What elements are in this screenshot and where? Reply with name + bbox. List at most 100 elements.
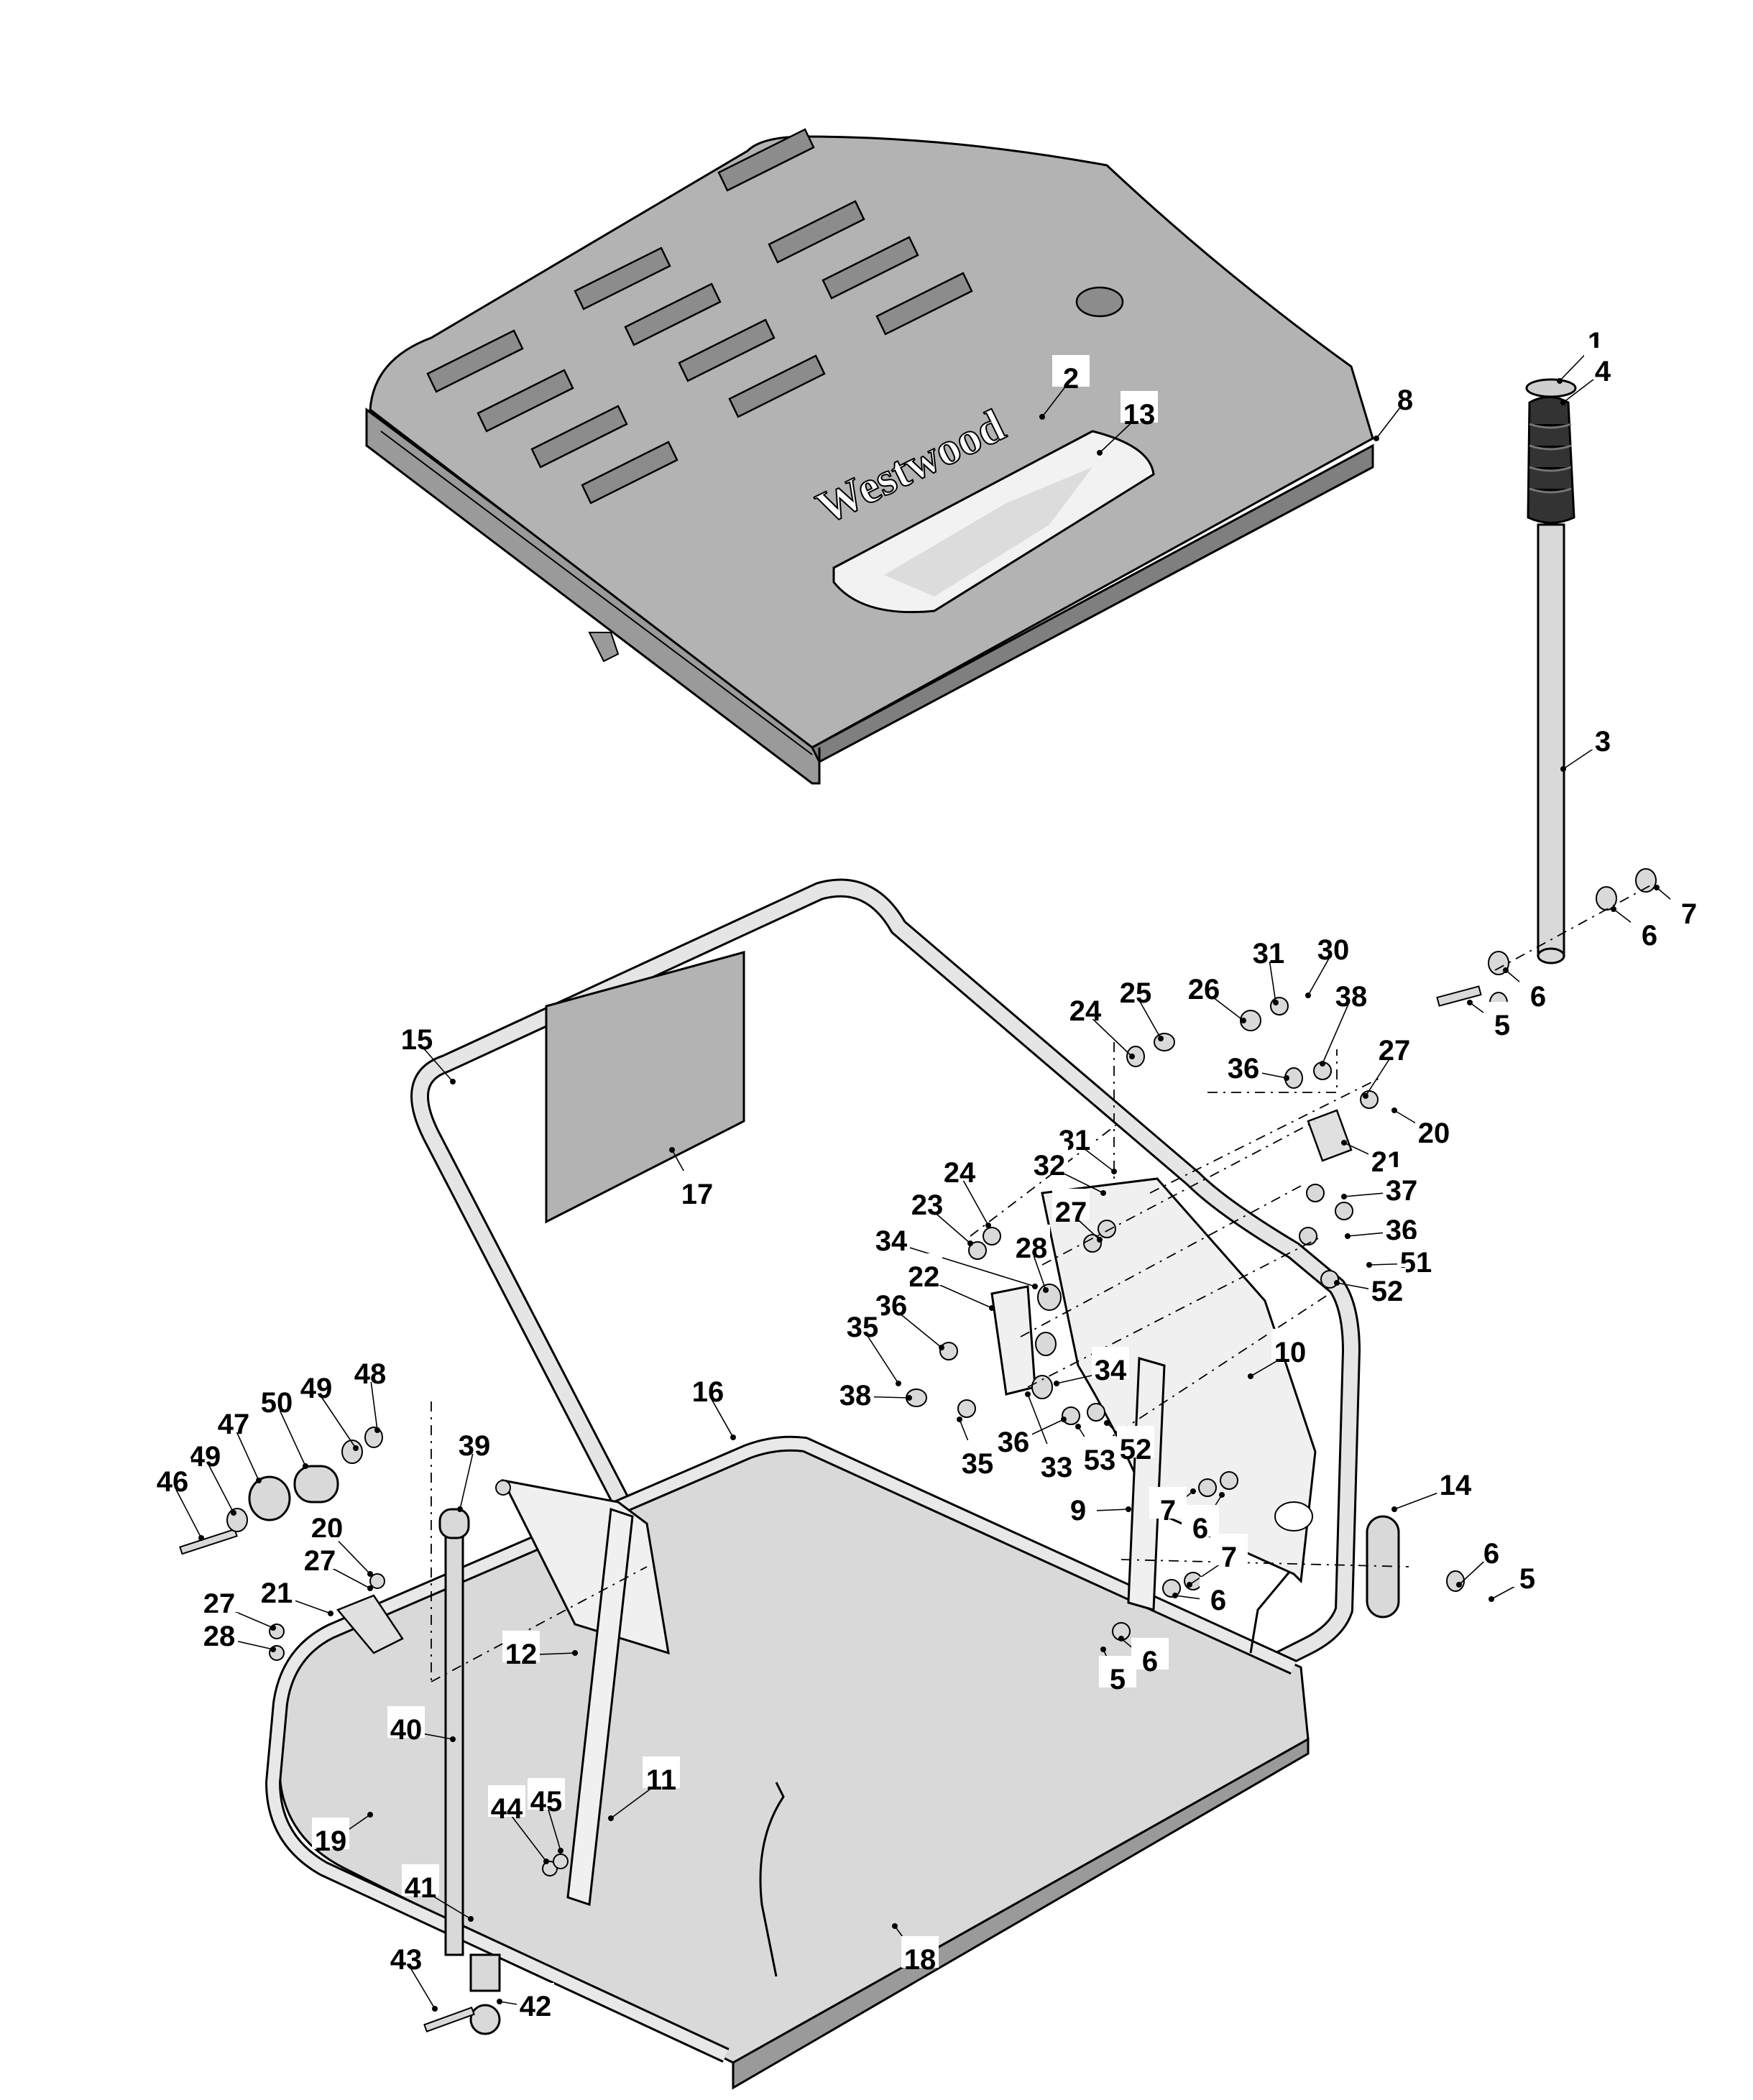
callout-dot: [558, 1848, 563, 1853]
part-number-label: 4: [1595, 356, 1611, 387]
part-number-label: 32: [1034, 1150, 1066, 1182]
callout-dot: [432, 2006, 438, 2012]
callout-label-bg: [387, 1936, 425, 1968]
callout-label-bg: [1383, 1207, 1420, 1238]
callout-dot: [1032, 1284, 1038, 1289]
callout-leader: [959, 1173, 989, 1226]
callout-label-bg: [1383, 1167, 1420, 1199]
part-number-label: 48: [354, 1358, 387, 1390]
callout-leader: [1322, 997, 1352, 1064]
callout-dot: [1467, 1000, 1473, 1005]
callout-label-bg: [1081, 1437, 1118, 1468]
callout-dot: [1111, 1169, 1117, 1174]
callout-dot: [1654, 885, 1660, 890]
callout-dot: [198, 1535, 204, 1541]
lever-assembly: [1436, 378, 1657, 1013]
part-number-label: 6: [1530, 981, 1546, 1013]
part-number-label: 7: [1221, 1542, 1237, 1573]
part-number-label: 6: [1483, 1538, 1499, 1570]
callout-label-bg: [1368, 1138, 1406, 1170]
part-number-label: 37: [1386, 1175, 1418, 1207]
callout-dot: [1305, 993, 1311, 998]
callout-dot: [1284, 1075, 1289, 1081]
callout-dot: [367, 1812, 373, 1818]
callout-dot: [1129, 1054, 1135, 1059]
callout-label-bg: [1121, 391, 1158, 423]
assembly-lines: [431, 1042, 1409, 1682]
callout-dot: [1503, 967, 1509, 973]
callout-dot: [1273, 1000, 1279, 1005]
callout-leader: [172, 1482, 202, 1539]
part-number-label: 38: [1335, 981, 1368, 1013]
callout-label-bg: [1117, 1426, 1154, 1457]
callout-dot: [1341, 1140, 1347, 1146]
callout-dot: [328, 1611, 333, 1616]
callout-label-bg: [402, 1864, 439, 1896]
callout-label-bg: [1031, 1142, 1068, 1174]
callout-dot: [1054, 1381, 1059, 1386]
callout-leader: [1135, 993, 1161, 1039]
callout-label-bg: [1210, 1534, 1248, 1565]
callout-dot: [1100, 1190, 1106, 1196]
callout-dot: [1363, 1093, 1368, 1099]
callout-label-bg: [1131, 1638, 1169, 1670]
callout-dot: [543, 1859, 549, 1864]
callout-dot: [1061, 1417, 1067, 1422]
part-number-label: 41: [405, 1872, 437, 1904]
callout-dot: [1248, 1373, 1253, 1379]
callout-label-bg: [1577, 319, 1614, 351]
part-number-label: 12: [505, 1639, 538, 1670]
callout-dot: [730, 1434, 736, 1440]
callout-dot: [957, 1417, 962, 1422]
part-number-label: 33: [1041, 1452, 1073, 1483]
callout-label-bg: [186, 1433, 224, 1465]
callout-label-bg: [308, 1505, 346, 1537]
callout-leader: [1365, 1051, 1395, 1097]
part-number-label: 45: [530, 1786, 563, 1818]
callout-leader: [1085, 1011, 1133, 1057]
callout-dot: [1097, 1237, 1103, 1243]
part-number-label: 6: [1192, 1513, 1208, 1544]
hardware: [269, 997, 1465, 1876]
callout-dot: [270, 1625, 276, 1631]
part-number-label: 28: [203, 1621, 236, 1652]
part-number-label: 16: [692, 1376, 724, 1408]
callout-dot: [1456, 1582, 1462, 1588]
callout-dot: [1391, 1506, 1397, 1512]
callout-leader: [862, 1327, 899, 1384]
callout-label-bg: [517, 1983, 554, 2014]
part-number-label: 30: [1317, 934, 1350, 966]
part-number-label: 23: [911, 1189, 944, 1221]
callout-label-bg: [901, 1936, 939, 1968]
part-number-label: 19: [315, 1825, 347, 1857]
part-number-label: 27: [1055, 1197, 1087, 1228]
callout-label-bg: [201, 1580, 238, 1612]
callout-label-bg: [1092, 1347, 1129, 1378]
callout-label-bg: [1631, 912, 1668, 944]
callout-label-bg: [844, 1304, 881, 1335]
callout-label-bg: [502, 1631, 540, 1662]
callout-label-bg: [1013, 1225, 1050, 1256]
callout-leader: [1307, 950, 1334, 996]
callout-dot: [1075, 1424, 1081, 1429]
part-number-label: 7: [1681, 898, 1697, 930]
callout-dot: [1366, 1262, 1372, 1268]
callout-dot: [450, 1736, 456, 1742]
part-number-label: 5: [1110, 1664, 1126, 1695]
part-number-label: 39: [459, 1430, 491, 1462]
callout-leader: [891, 1241, 1036, 1287]
part-number-label: 17: [681, 1179, 714, 1210]
callout-label-bg: [456, 1422, 493, 1454]
part-number-label: 20: [1418, 1118, 1450, 1149]
callout-dot: [608, 1815, 614, 1821]
callout-label-bg: [1386, 377, 1424, 408]
callout-label-bg: [1519, 973, 1557, 1005]
part-number-label: 34: [1095, 1355, 1127, 1386]
callout-dot: [1219, 1492, 1225, 1498]
part-number-label: 5: [1519, 1563, 1535, 1595]
callout-leader: [233, 1424, 259, 1481]
callout-label-bg: [1225, 1045, 1262, 1077]
part-number-label: 26: [1188, 974, 1220, 1005]
callout-dot: [1374, 436, 1379, 441]
callout-dot: [367, 1571, 373, 1577]
